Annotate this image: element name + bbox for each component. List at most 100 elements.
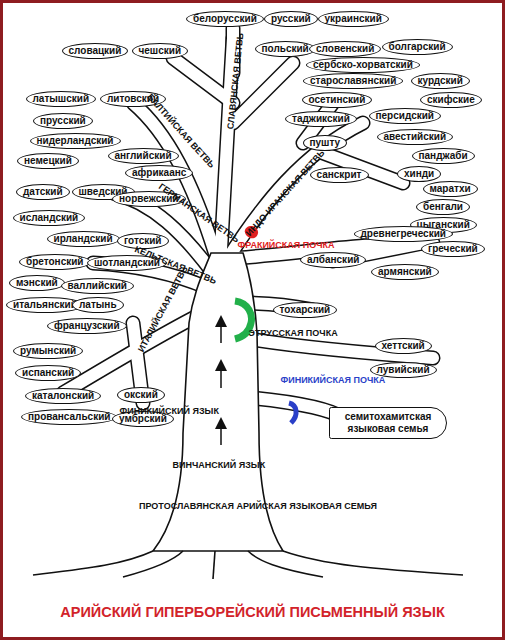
language-name: валлийский (68, 280, 127, 292)
language-blob: маратхи (423, 181, 478, 197)
language-name: бенгали (423, 201, 463, 213)
language-name: сербско-хорватский (313, 59, 413, 71)
language-name: испанский (22, 367, 74, 379)
language-blob: ирландский (47, 231, 120, 247)
language-name: хеттский (382, 340, 425, 352)
language-name: таджикский (292, 113, 350, 125)
language-name: маратхи (430, 183, 471, 195)
language-blob: санскрит (310, 167, 369, 183)
language-name: ирландский (54, 233, 113, 245)
language-blob: бретонский (19, 254, 91, 270)
language-blob: семитохамитская языковая семья (329, 407, 447, 439)
language-blob: латынь (72, 297, 124, 313)
language-blob: осетинский (302, 92, 373, 108)
language-name: окский (124, 389, 158, 401)
language-blob: датский (16, 184, 70, 200)
language-blob: старославянский (303, 73, 403, 89)
language-blob: английский (108, 148, 179, 164)
language-name: украинский (325, 13, 382, 25)
language-blob: панджаби (412, 148, 475, 164)
language-blob: африкаанс (125, 165, 193, 181)
language-blob: провансальский (21, 409, 117, 425)
language-name: панджаби (419, 150, 468, 162)
language-name: курдский (418, 75, 463, 87)
language-name: болгарский (389, 41, 446, 53)
language-blob: мэнский (9, 275, 65, 291)
language-name: французский (54, 320, 120, 332)
language-blob: болгарский (382, 39, 453, 55)
language-blob: словацкий (62, 43, 129, 59)
language-blob: французский (47, 318, 127, 334)
language-name: исландский (20, 212, 79, 224)
language-blob: пушту (303, 135, 348, 151)
language-blob: чешский (132, 43, 189, 59)
language-blob: каталонский (25, 388, 101, 404)
language-name: лувийский (377, 364, 430, 376)
language-name: английский (115, 150, 172, 162)
language-name: немецкий (24, 155, 72, 167)
language-blob: прусский (33, 113, 93, 129)
language-name: словацкий (69, 45, 122, 57)
language-name: армянский (378, 266, 432, 278)
branch-label: ФРАКИЙСКАЯ ПОЧКА (238, 240, 335, 250)
language-blob: хеттский (375, 338, 432, 354)
language-name: итальянский (13, 299, 77, 311)
language-name: датский (23, 186, 63, 198)
language-blob: курдский (411, 73, 470, 89)
branch-label: ПРОТОСЛАВЯНСКАЯ АРИЙСКАЯ ЯЗЫКОВАЯ СЕМЬЯ (139, 501, 377, 511)
language-name: нидерландский (37, 135, 114, 147)
language-blob: словенский (309, 41, 381, 57)
language-name: латынь (79, 299, 117, 311)
language-blob: русский (264, 11, 318, 27)
trunk-arrows (220, 321, 222, 445)
language-name: персидский (376, 110, 435, 122)
language-blob: румынский (13, 343, 83, 359)
language-blob: греческий (421, 241, 485, 257)
language-name: румынский (20, 345, 76, 357)
language-blob: авестийский (377, 129, 454, 145)
branch-label: ИНДО-ИРАНСКАЯ ВЕТВЬ (243, 148, 326, 238)
language-blob: тохарский (273, 302, 338, 318)
language-blob: немецкий (17, 153, 79, 169)
language-blob: древнегреческий (354, 226, 453, 242)
caption: АРИЙСКИЙ ГИПЕРБОРЕЙСКИЙ ПИСЬМЕННЫЙ ЯЗЫК (3, 604, 502, 620)
branch-label: ВИНЧАНСКИЙ ЯЗЫК (173, 460, 266, 470)
language-name: албанский (307, 254, 359, 266)
language-name: авестийский (384, 131, 447, 143)
language-blob: латышский (26, 91, 97, 107)
language-name: хинди (404, 168, 434, 180)
language-blob: таджикский (285, 111, 357, 127)
language-blob: исландский (13, 210, 86, 226)
language-name: провансальский (28, 411, 110, 423)
language-name: африкаанс (132, 167, 186, 179)
language-name: древнегреческий (361, 228, 446, 240)
language-name: греческий (428, 243, 478, 255)
language-name: словенский (316, 43, 374, 55)
language-name: каталонский (32, 390, 94, 402)
language-blob: украинский (318, 11, 389, 27)
language-name: санскрит (317, 169, 362, 181)
language-name: прусский (40, 115, 86, 127)
roots (33, 551, 463, 579)
branch-label: ФИНИКИЙСКАЯ ПОЧКА (281, 375, 386, 385)
language-name: чешский (139, 45, 182, 57)
language-name: бретонский (26, 256, 84, 268)
language-name: белорусский (193, 13, 257, 25)
language-blob: армянский (371, 264, 439, 280)
language-name: пушту (310, 137, 341, 149)
language-name: тохарский (280, 304, 331, 316)
language-blob: бенгали (416, 199, 470, 215)
language-name: старославянский (310, 75, 396, 87)
language-blob: окский (117, 387, 165, 403)
language-name: латышский (33, 93, 90, 105)
language-blob: польский (255, 41, 316, 57)
language-blob: персидский (369, 108, 442, 124)
language-blob: скифские (420, 92, 482, 108)
branch-label: ЭТРУССКАЯ ПОЧКА (249, 328, 338, 338)
language-name: скифские (427, 94, 475, 106)
branch-label: ФИНИКИЙСКИЙ ЯЗЫК (120, 406, 219, 416)
language-name: польский (262, 43, 309, 55)
language-blob: белорусский (186, 11, 264, 27)
language-blob: сербско-хорватский (306, 57, 420, 73)
